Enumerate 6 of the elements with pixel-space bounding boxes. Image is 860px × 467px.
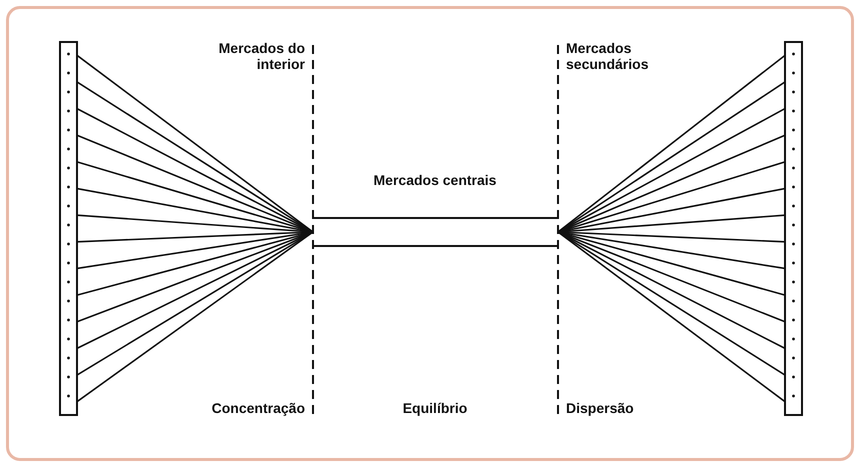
stage-label: Dispersão bbox=[566, 400, 635, 416]
stage-label: Concentração bbox=[210, 400, 305, 416]
market-label: Mercados do interior bbox=[218, 40, 305, 72]
market-label: Mercados centrais bbox=[372, 172, 498, 188]
market-label: Mercados secundários bbox=[566, 40, 650, 72]
stage-label: Equilíbrio bbox=[402, 400, 468, 416]
